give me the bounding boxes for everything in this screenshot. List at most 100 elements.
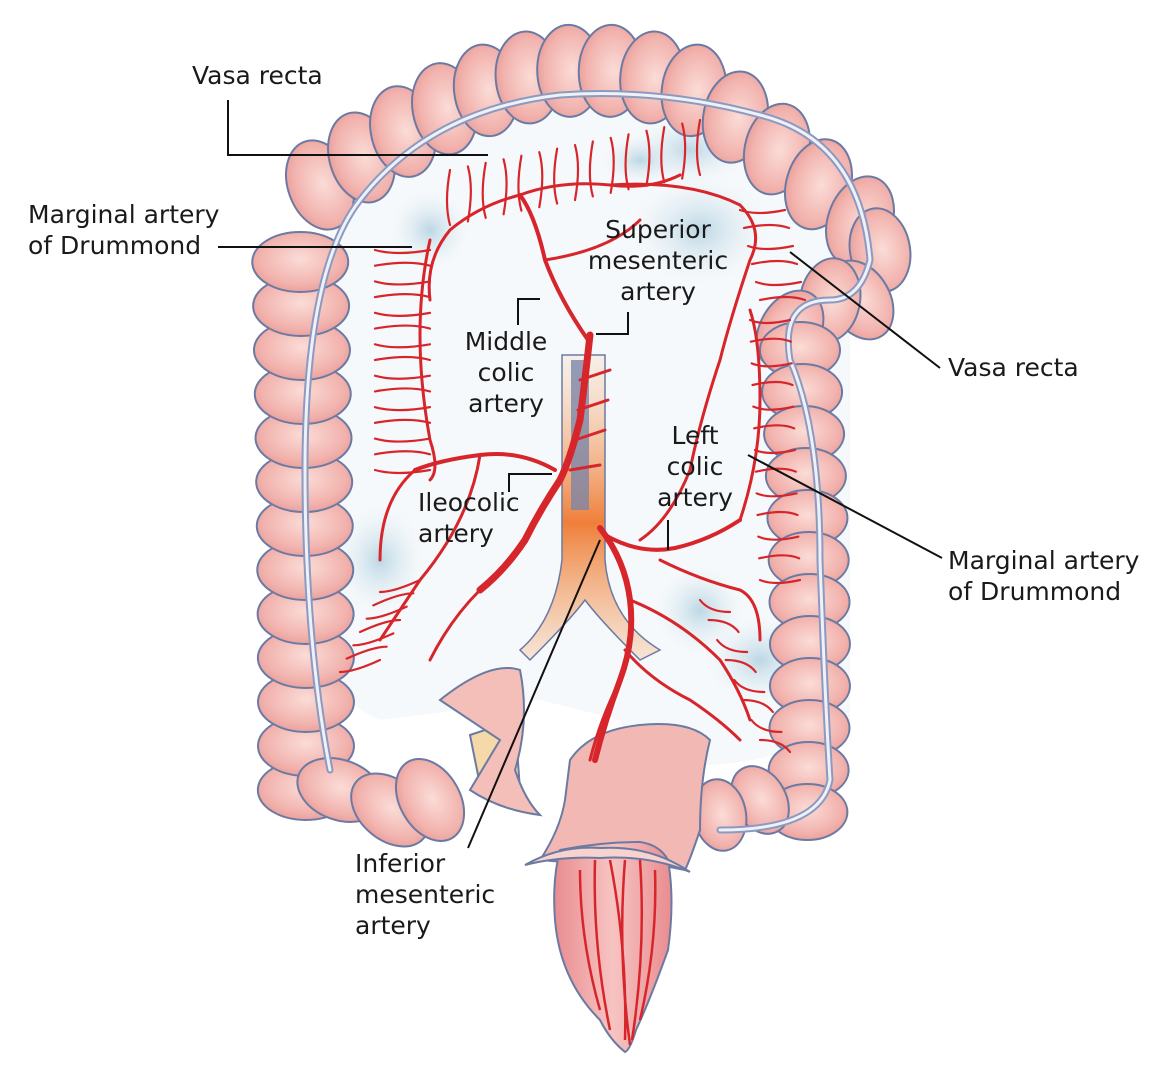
label-inferior-mesenteric-artery: Inferior mesenteric artery — [355, 849, 496, 940]
rectal-vessel — [630, 859, 644, 1041]
mesentery-shadow-6 — [655, 565, 745, 655]
artery-branch — [378, 453, 482, 642]
leader-vasa-recta-left — [227, 100, 488, 156]
vasa-recta-vessel — [750, 718, 783, 734]
vasa-recta-vessel — [553, 147, 559, 205]
vasa-recta-vessel — [707, 618, 740, 634]
vasa-recta-vessel — [517, 154, 523, 212]
vasa-recta-vessel — [695, 118, 702, 177]
vasa-recta-vessel — [373, 437, 432, 443]
vasa-recta-vessel — [378, 578, 422, 594]
vasa-recta-vessel — [716, 638, 749, 654]
artery-branch — [428, 588, 482, 662]
rectal-vessel — [578, 869, 602, 1011]
vasa-recta-vessel — [373, 468, 432, 475]
vasa-recta-vessel — [753, 424, 796, 430]
vasa-recta-vessel — [681, 122, 687, 180]
label-middle-colic-artery: Middle colic artery — [464, 327, 548, 418]
vasa-recta-vessel — [372, 592, 415, 607]
vasa-recta-vessel — [741, 698, 774, 714]
vasa-recta-vessel — [373, 280, 432, 286]
vasa-recta-vessel — [750, 259, 799, 266]
label-left-colic-artery: Left colic artery — [657, 421, 733, 512]
vasa-recta-vessel — [373, 324, 432, 330]
vasa-recta-vessel — [502, 158, 508, 216]
ileocolic-trunk — [413, 452, 557, 472]
vasa-recta-vessel — [758, 295, 807, 302]
mesentery-shading — [335, 115, 815, 705]
vasa-recta-vessel — [588, 140, 594, 198]
label-vasa-recta-left: Vasa recta — [192, 61, 323, 90]
artery-branch — [378, 468, 417, 562]
artery-branch — [573, 428, 607, 442]
middle-colic-trunk — [518, 193, 590, 342]
vasa-recta-vessel — [748, 318, 792, 325]
leader-lines — [218, 100, 943, 849]
vasa-recta-vessel — [724, 658, 757, 674]
mesentery-shadow-5 — [390, 190, 470, 270]
leader-middle-colic — [517, 298, 540, 325]
leader-marginal-right — [747, 454, 943, 559]
inferior-mesenteric-trunk — [592, 525, 635, 763]
vasa-recta-vessel — [751, 380, 794, 387]
vasa-recta-vessel — [733, 678, 766, 694]
vasa-recta-vessel — [373, 248, 432, 255]
vasa-recta-vessel — [365, 605, 408, 620]
taenia-coli-inner — [303, 92, 872, 832]
artery-branch — [738, 308, 762, 522]
leader-superior — [596, 312, 629, 335]
label-vasa-recta-right: Vasa recta — [948, 353, 1079, 382]
vasa-recta-vessel — [624, 133, 630, 191]
vasa-recta-vessel — [373, 355, 432, 362]
rectal-vessels — [578, 859, 657, 1046]
vasa-recta-vessel — [445, 168, 452, 227]
leader-vasa-recta-right — [789, 251, 941, 369]
vasa-recta-vessel — [373, 261, 432, 267]
rectum-rim — [524, 846, 691, 873]
vasa-recta-vessel — [645, 129, 651, 187]
vasa-recta-vessel — [754, 280, 803, 287]
vasa-recta-vessel — [373, 450, 432, 456]
rectal-vessel — [593, 859, 612, 1031]
leader-ileocolic — [508, 473, 552, 492]
aorta — [518, 354, 662, 662]
vasa-recta-vessel — [373, 387, 432, 393]
vasa-recta-vessel — [481, 161, 487, 219]
vasa-recta-vessel — [373, 343, 432, 349]
vasa-recta-vessel — [758, 738, 792, 754]
vasa-recta-vessel — [338, 658, 382, 674]
label-marginal-artery-left: Marginal artery of Drummond — [28, 200, 220, 260]
vasa-recta-vessel — [373, 374, 432, 380]
cecum-stump — [438, 667, 543, 817]
rectal-vessel — [620, 859, 632, 1046]
artery-branch — [638, 358, 722, 542]
vasa-recta-vessel — [758, 554, 801, 560]
artery-branch — [658, 558, 762, 642]
vasa-recta-vessel — [752, 405, 795, 411]
vasa-recta-vessel — [746, 244, 795, 251]
vasa-recta-vessel — [373, 406, 432, 412]
artery-branch — [427, 193, 522, 302]
artery-branch — [608, 182, 758, 362]
vasa-recta-vessel — [754, 467, 797, 473]
label-ileocolic-artery: Ileocolic artery — [418, 488, 520, 548]
vasa-recta-vessel — [538, 151, 544, 209]
arteries — [338, 118, 807, 762]
leader-inferior — [467, 539, 601, 849]
vasa-recta-vessel — [750, 362, 793, 368]
vasa-recta-vessel — [345, 645, 388, 660]
vasa-recta-vessel — [698, 598, 732, 614]
colon-haustrum — [394, 758, 466, 842]
rectal-vessel — [638, 869, 657, 1021]
superior-mesenteric-trunk — [476, 331, 594, 594]
vasa-recta-vessel — [753, 448, 797, 455]
vasa-recta-vessel — [573, 143, 580, 202]
vasa-recta-vessel — [352, 632, 395, 647]
label-marginal-artery-right: Marginal artery of Drummond — [948, 546, 1140, 606]
left-colic-trunk — [603, 518, 742, 552]
vasa-recta-vessel — [466, 165, 472, 223]
vasa-recta-vessel — [742, 223, 791, 230]
vasa-recta-vessel — [373, 293, 432, 299]
vasa-recta-vessel — [373, 311, 432, 317]
